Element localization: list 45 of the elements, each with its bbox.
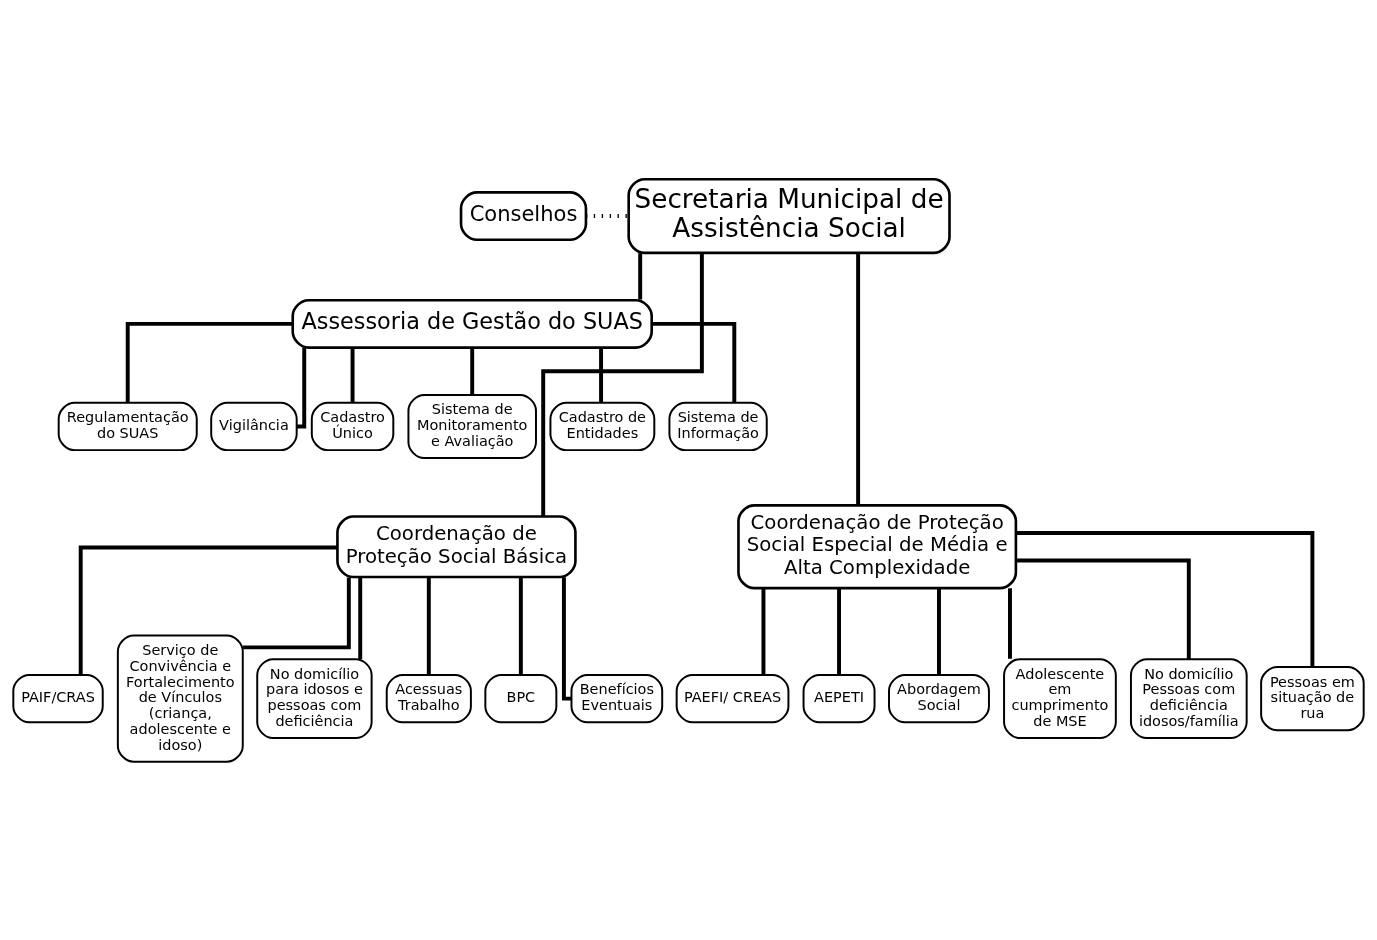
node-box: No domicílio Pessoas com deficiência idosos/família [1129, 657, 1248, 739]
connector [937, 587, 941, 675]
node-box: Sistema de Monitoramento e Avaliação [407, 393, 537, 459]
node-box: Assessoria de Gestão do SUAS [291, 298, 653, 349]
node-box: Regulamentação do SUAS [57, 401, 198, 451]
connector [856, 252, 861, 505]
node-box: PAEFI/ CREAS [675, 673, 790, 723]
node-box: Pessoas em situação de rua [1260, 665, 1365, 731]
connector [761, 587, 766, 675]
connector [350, 347, 355, 402]
node-box: Cadastro Único [310, 401, 395, 451]
node-box: AEPETI [802, 673, 876, 723]
connector [470, 347, 475, 395]
connector [1016, 558, 1191, 659]
node-box: Secretaria Municipal de Assistência Social [627, 177, 951, 254]
node-box: Cadastro de Entidades [549, 401, 656, 451]
connector [651, 321, 737, 403]
connector [1008, 587, 1012, 659]
node-box: No domicílio para idosos e pessoas com deficiência [256, 657, 373, 739]
connector [243, 577, 351, 649]
node-box: Abordagem Social [888, 673, 990, 723]
connector [1016, 530, 1315, 667]
connector [599, 347, 604, 402]
node-box: Coordenação de Proteção Social Especial de Média e Alta Complexidade [737, 503, 1018, 589]
connector [358, 576, 363, 659]
node-box: Adolescente em cumprimento de MSE [1003, 657, 1117, 739]
node-box: Coordenação de Proteção Social Básica [336, 514, 577, 578]
node-box: PAIF/CRAS [12, 673, 104, 723]
connector [561, 576, 572, 701]
connector [638, 252, 643, 300]
connector [586, 213, 629, 218]
connector [541, 252, 704, 516]
node-box: Sistema de Informação [668, 401, 768, 451]
connector [518, 576, 523, 675]
node-box: Serviço de Convivência e Fortalecimento de Vínculos (criança, adolescente e idoso) [116, 634, 244, 763]
connector [125, 321, 293, 403]
connector [296, 347, 307, 428]
node-box: Conselhos [459, 190, 588, 241]
connector [837, 587, 841, 675]
node-box: BPC [484, 673, 558, 723]
node-box: Benefícios Eventuais [570, 673, 664, 723]
node-box: Acessuas Trabalho [385, 673, 472, 723]
connector [426, 576, 431, 675]
connector [78, 544, 338, 675]
node-box: Vigilância [210, 401, 298, 451]
